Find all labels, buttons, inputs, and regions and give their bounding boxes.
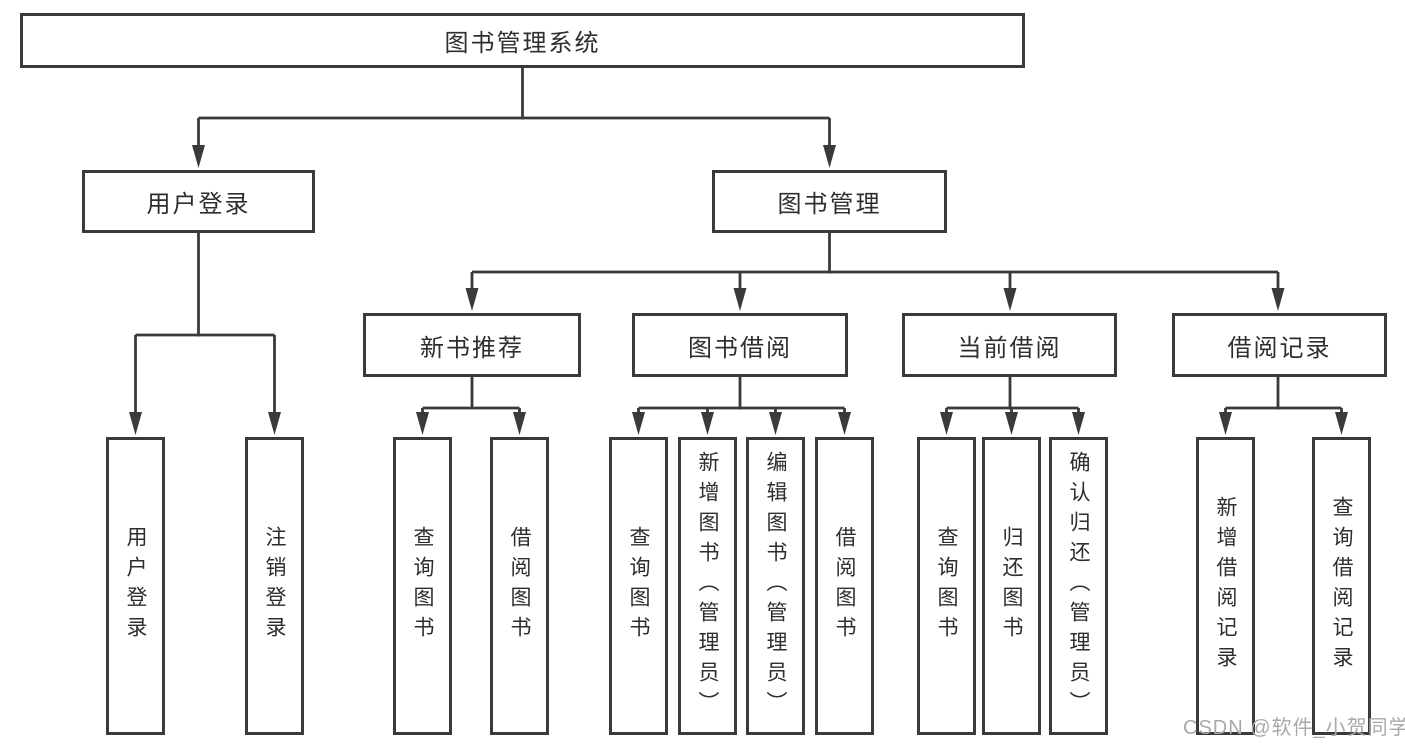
arrow-icon — [838, 412, 851, 435]
leaf-query-books-borrowing: 查询图书 — [609, 437, 668, 735]
arrow-icon — [268, 412, 281, 435]
arrow-icon — [465, 288, 479, 311]
leaf-add-borrow-record: 新增借阅记录 — [1196, 437, 1255, 735]
leaf-query-books-recommend: 查询图书 — [393, 437, 452, 735]
arrow-icon — [632, 412, 645, 435]
leaf-query-borrow-record: 查询借阅记录 — [1312, 437, 1371, 735]
node-current-borrowing: 当前借阅 — [902, 313, 1117, 377]
arrow-icon — [416, 412, 429, 435]
arrow-icon — [192, 145, 205, 168]
watermark-text: CSDN @软件_小贺同学 — [1183, 717, 1405, 739]
leaf-add-book-admin: 新增图书（管理员） — [678, 437, 737, 735]
node-borrowing-records: 借阅记录 — [1172, 313, 1387, 377]
node-new-book-recommend: 新书推荐 — [363, 313, 581, 377]
arrow-icon — [1003, 288, 1017, 311]
leaf-logout: 注销登录 — [245, 437, 304, 735]
node-root: 图书管理系统 — [20, 13, 1025, 68]
arrow-icon — [1335, 412, 1348, 435]
arrow-icon — [733, 288, 747, 311]
arrow-icon — [513, 412, 526, 435]
connector-lines — [134, 68, 1343, 415]
leaf-query-books-current: 查询图书 — [917, 437, 976, 735]
node-book-borrowing: 图书借阅 — [632, 313, 848, 377]
leaf-borrow-books-recommend: 借阅图书 — [490, 437, 549, 735]
arrow-icon — [769, 412, 782, 435]
arrow-icon — [129, 412, 142, 435]
node-user-login: 用户登录 — [82, 170, 315, 233]
arrow-icon — [940, 412, 953, 435]
leaf-edit-book-admin: 编辑图书（管理员） — [746, 437, 805, 735]
leaf-return-book: 归还图书 — [982, 437, 1041, 735]
arrow-icon — [1271, 288, 1285, 311]
arrowheads — [129, 145, 1348, 435]
leaf-user-login: 用户登录 — [106, 437, 165, 735]
arrow-icon — [1072, 412, 1085, 435]
arrow-icon — [1219, 412, 1232, 435]
arrow-icon — [823, 145, 836, 168]
arrow-icon — [1005, 412, 1018, 435]
leaf-confirm-return-admin: 确认归还（管理员） — [1049, 437, 1108, 735]
node-book-management: 图书管理 — [712, 170, 947, 233]
leaf-borrow-books: 借阅图书 — [815, 437, 874, 735]
arrow-icon — [701, 412, 714, 435]
